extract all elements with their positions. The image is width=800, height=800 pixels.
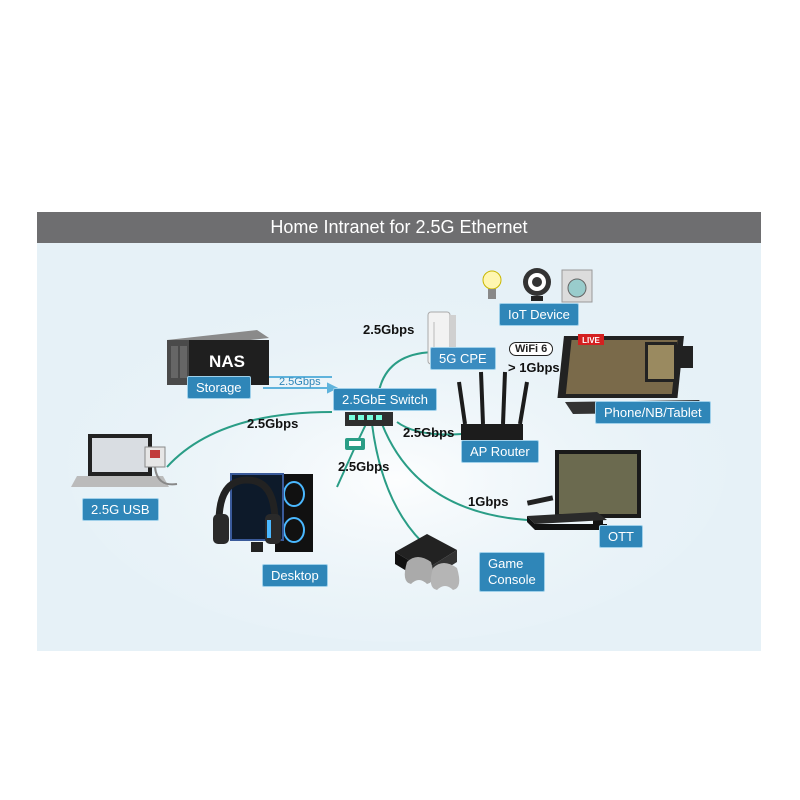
game-console-tag: Game Console — [479, 552, 545, 592]
nas-label: NAS — [209, 352, 245, 371]
link-game — [371, 423, 423, 543]
iot-tag: IoT Device — [499, 303, 579, 326]
speed-desktop: 2.5Gbps — [338, 459, 390, 474]
speed-usb: 2.5Gbps — [247, 416, 299, 431]
desktop-tag: Desktop — [262, 564, 328, 587]
usb-tag: 2.5G USB — [82, 498, 159, 521]
network-scene: NAS — [37, 243, 761, 651]
game-console-line1: Game — [488, 556, 524, 571]
ethernet-plug-icon — [345, 438, 365, 450]
diagram-title: Home Intranet for 2.5G Ethernet — [37, 212, 761, 243]
desktop-icon — [230, 473, 313, 552]
link-ott — [381, 423, 528, 521]
diagram-frame: Home Intranet for 2.5G Ethernet — [37, 212, 761, 651]
speed-wifi: > 1Gbps — [508, 360, 560, 375]
wifi6-badge: WiFi 6 — [509, 342, 554, 356]
bulb-icon — [482, 270, 502, 299]
phone-tag: Phone/NB/Tablet — [595, 401, 711, 424]
router-icon — [457, 371, 529, 440]
laptop-icon — [71, 434, 169, 487]
switch-tag: 2.5GbE Switch — [333, 388, 437, 411]
game-console-line2: Console — [488, 572, 536, 587]
headset-icon — [213, 476, 281, 544]
link-usb — [166, 411, 333, 468]
cpe-tag: 5G CPE — [430, 347, 496, 370]
game-console-icon — [395, 534, 460, 590]
ott-tag: OTT — [599, 525, 643, 548]
storage-tag: Storage — [187, 376, 251, 399]
switch-icon — [345, 412, 393, 426]
tv-icon — [555, 450, 641, 526]
ott-box-icon — [526, 495, 607, 530]
speed-cpe: 2.5Gbps — [363, 322, 415, 337]
washer-icon — [561, 269, 593, 303]
usb-adapter-icon — [144, 446, 178, 486]
speed-router: 2.5Gbps — [403, 425, 455, 440]
webcam-icon — [523, 268, 551, 301]
speed-storage: 2.5Gbps — [279, 376, 321, 388]
live-badge: LIVE — [582, 336, 600, 345]
router-tag: AP Router — [461, 440, 539, 463]
speed-ott: 1Gbps — [468, 494, 509, 509]
link-router — [396, 421, 463, 436]
